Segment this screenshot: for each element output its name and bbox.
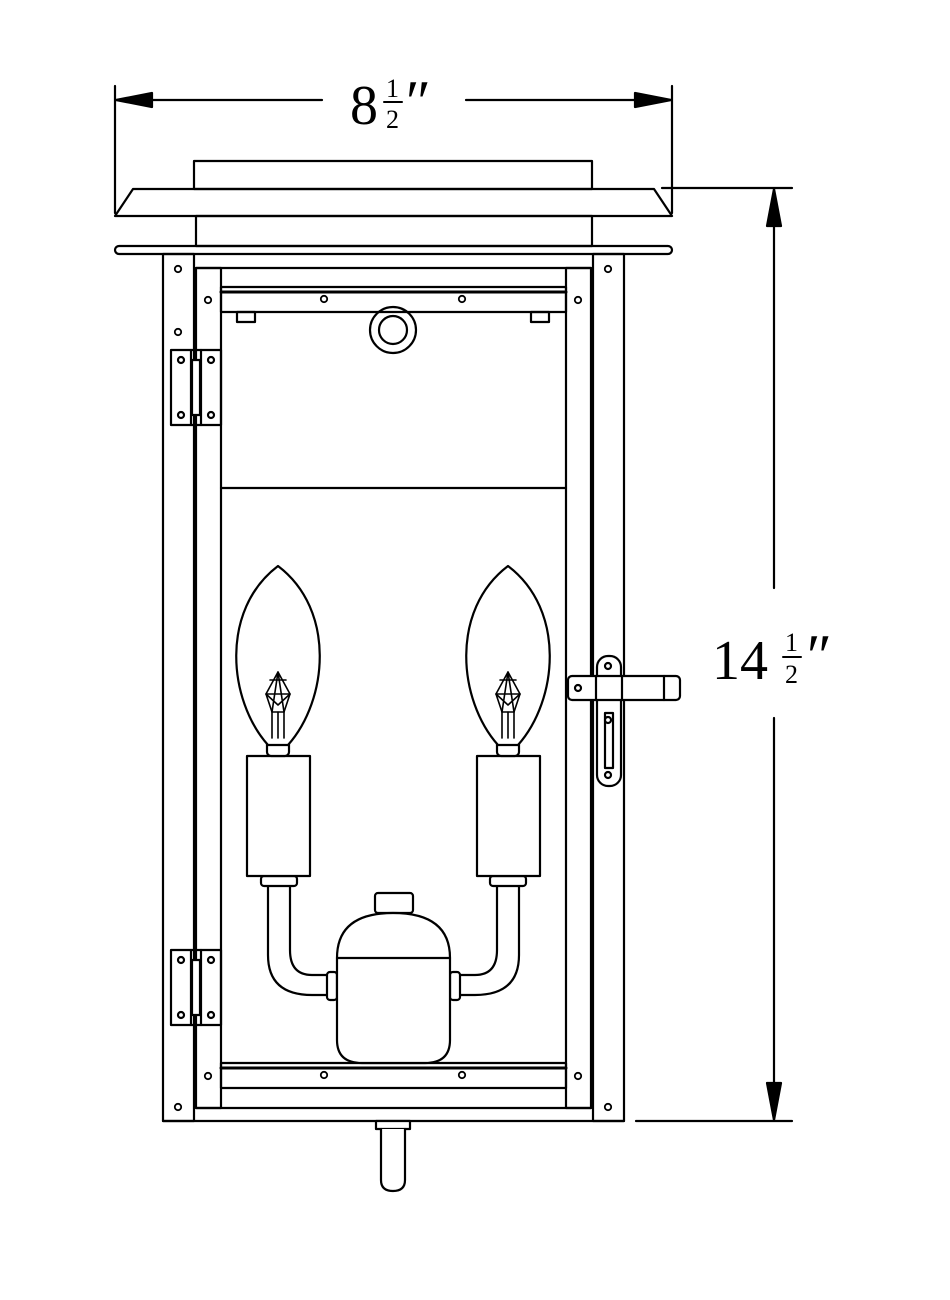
- width-numerator: 1: [386, 74, 399, 103]
- height-label: 14 1 2 ″: [712, 623, 829, 692]
- width-arrow-right: [633, 91, 673, 109]
- height-numerator: 1: [785, 628, 798, 657]
- finial-tube: [379, 1127, 407, 1193]
- bottom-finial: [374, 1119, 412, 1193]
- cluster-knob: [373, 891, 415, 915]
- bulb-left: [235, 564, 321, 747]
- cluster-body: [335, 911, 452, 1065]
- frame-outer-left-post: [161, 252, 196, 1123]
- bulb-right: [465, 564, 551, 747]
- width-arrow-left: [114, 91, 154, 109]
- candle-cluster: [235, 564, 551, 1065]
- width-dimension: 8 1 2 ″: [113, 69, 674, 215]
- hanging-ring-outer: [368, 305, 418, 355]
- roof-brim: [113, 187, 674, 218]
- height-whole: 14: [712, 630, 768, 692]
- top-clip-right: [529, 310, 551, 324]
- filament-right: [495, 671, 521, 739]
- candle-sleeve-left: [245, 754, 312, 878]
- height-denominator: 2: [785, 660, 798, 689]
- roof-cap: [192, 159, 594, 191]
- filament-left: [265, 671, 291, 739]
- hinge-lower: [169, 948, 223, 1027]
- height-unit-mark: ″: [803, 623, 829, 689]
- height-arrow-bottom: [765, 1081, 783, 1122]
- hinge-upper: [169, 348, 223, 427]
- roof-drip-ledge: [113, 244, 674, 256]
- candle-arm-right: [452, 880, 521, 997]
- width-unit-mark: ″: [402, 69, 428, 135]
- height-dimension: 14 1 2 ″: [634, 186, 829, 1123]
- door-top-rail: [219, 285, 568, 314]
- rivets: [173, 264, 613, 1112]
- width-denominator: 2: [386, 105, 399, 134]
- width-label: 8 1 2 ″: [350, 69, 428, 137]
- roof-collar: [194, 214, 594, 248]
- roof: [113, 159, 674, 256]
- lantern-frame: [161, 252, 626, 1123]
- candle-sleeve-right: [475, 754, 542, 878]
- hanging-ring-inner: [377, 314, 409, 346]
- height-arrow-top: [765, 187, 783, 228]
- width-whole: 8: [350, 75, 378, 137]
- top-clip-left: [235, 310, 257, 324]
- candle-arm-left: [266, 880, 336, 997]
- door-latch: [566, 654, 682, 788]
